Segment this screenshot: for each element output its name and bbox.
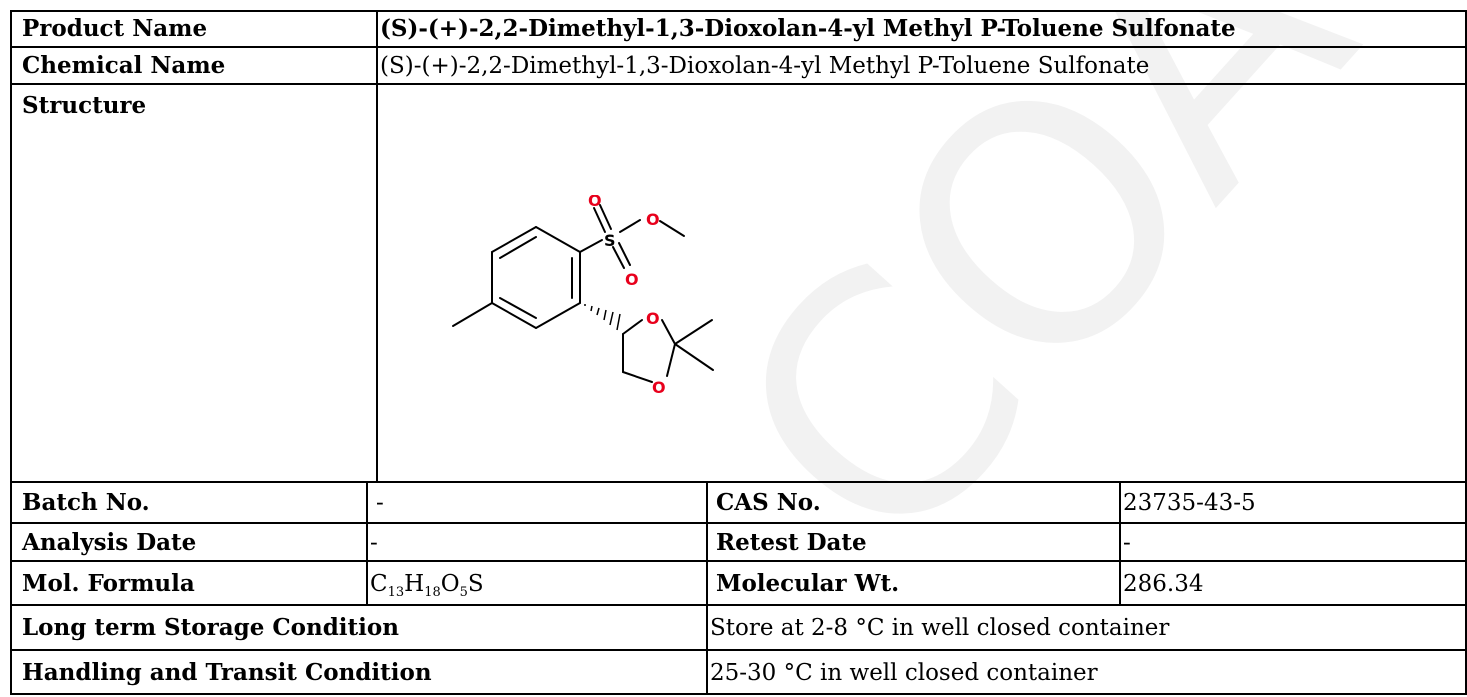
- product-name-label: Product Name: [22, 15, 208, 42]
- long-term-storage-value: Store at 2-8 °C in well closed container: [710, 615, 1170, 641]
- oxygen-atom-label: O: [652, 378, 666, 397]
- product-name-value: (S)-(+)-2,2-Dimethyl-1,3-Dioxolan-4-yl M…: [380, 15, 1236, 42]
- chemical-name-label: Chemical Name: [22, 52, 226, 79]
- cas-no-label: CAS No.: [716, 489, 821, 516]
- structure-label: Structure: [22, 92, 147, 119]
- batch-no-value: -: [376, 490, 384, 516]
- molecular-wt-label: Molecular Wt.: [716, 570, 900, 597]
- long-term-storage-label: Long term Storage Condition: [22, 614, 399, 641]
- sulfur-atom-label: S: [604, 231, 616, 250]
- table-border: [10, 10, 1467, 695]
- mol-formula-value: C13H18O5S: [370, 571, 484, 600]
- handling-transit-value: 25-30 °C in well closed container: [710, 660, 1098, 686]
- retest-date-label: Retest Date: [716, 529, 867, 556]
- cas-no-value: 23735-43-5: [1123, 490, 1256, 516]
- molecular-wt-value: 286.34: [1123, 571, 1204, 597]
- coa-sheet: COA Product Name (S)-(+)-2,2-Dimethyl-1,…: [10, 10, 1467, 695]
- oxygen-atom-label: O: [625, 270, 639, 289]
- handling-transit-label: Handling and Transit Condition: [22, 659, 432, 686]
- oxygen-atom-label: O: [588, 195, 602, 210]
- oxygen-atom-label: O: [646, 210, 660, 229]
- mol-formula-label: Mol. Formula: [22, 570, 195, 597]
- chemical-name-value: (S)-(+)-2,2-Dimethyl-1,3-Dioxolan-4-yl M…: [380, 53, 1150, 79]
- oxygen-atom-label: O: [646, 309, 660, 328]
- batch-no-label: Batch No.: [22, 489, 150, 516]
- retest-date-value: -: [1123, 530, 1131, 556]
- analysis-date-label: Analysis Date: [22, 529, 197, 556]
- structure-image: S O O O O O: [452, 195, 714, 397]
- analysis-date-value: -: [370, 530, 378, 556]
- table-grid: [10, 10, 1467, 695]
